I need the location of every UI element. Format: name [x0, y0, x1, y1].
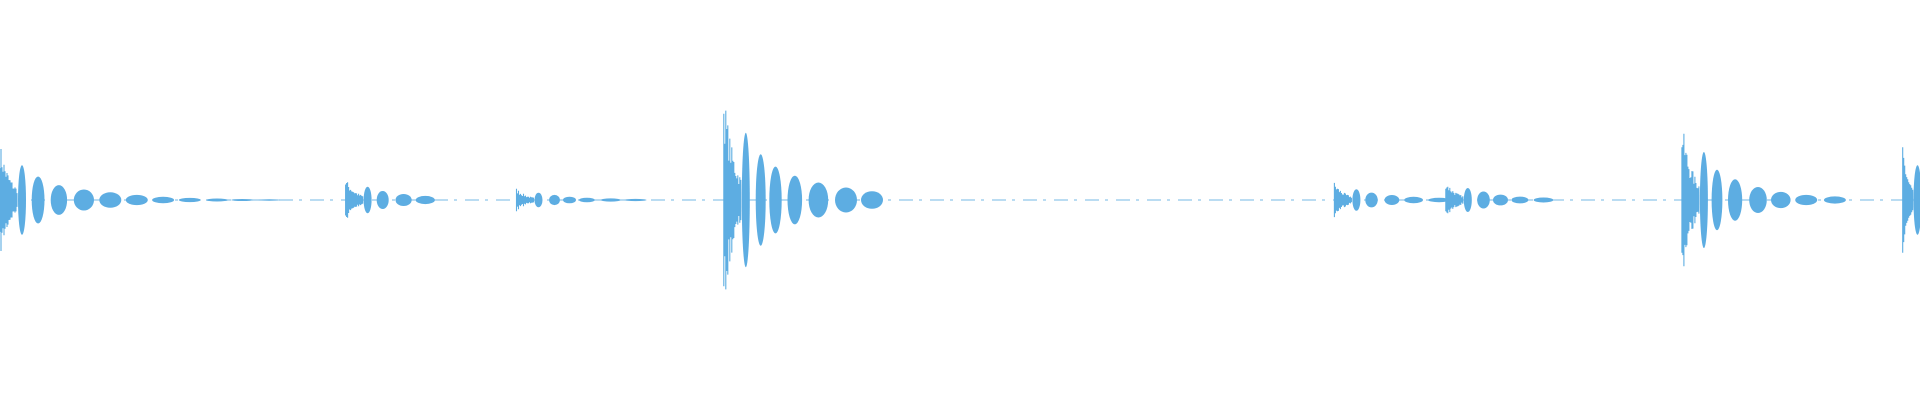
waveform-attack [723, 110, 742, 290]
waveform-lobe [861, 191, 883, 209]
waveform-lobe [835, 187, 857, 213]
waveform-event [0, 149, 281, 251]
waveform-lobe [1477, 191, 1490, 209]
waveform-lobe [1463, 188, 1472, 212]
waveform-lobe [1365, 192, 1378, 208]
waveform-lobe [18, 165, 26, 235]
waveform-lobe [50, 185, 68, 215]
waveform-lobe [258, 199, 281, 201]
waveform-lobe [1823, 196, 1846, 204]
waveform-event [1333, 182, 1451, 218]
waveform-lobe [563, 196, 576, 204]
waveform-event [723, 110, 883, 290]
waveform-attack [345, 182, 364, 218]
waveform-lobe [73, 189, 94, 211]
waveform-attack [1445, 186, 1464, 214]
waveform-event [1681, 133, 1846, 267]
waveform-lobe [415, 195, 435, 205]
waveform-lobe [600, 198, 621, 202]
waveform-lobe [1511, 196, 1529, 204]
waveform-attack [1681, 133, 1700, 267]
waveform-lobe [1384, 195, 1400, 205]
waveform-lobe [376, 191, 389, 209]
waveform-event [1902, 147, 1920, 253]
waveform-lobe [1795, 194, 1818, 206]
waveform-lobe [1728, 179, 1743, 221]
waveform-attack [1333, 182, 1352, 218]
waveform-attack [1902, 147, 1914, 253]
waveform-lobe [755, 154, 766, 246]
waveform-attack [0, 149, 18, 251]
waveform-lobe [206, 198, 228, 202]
waveform-lobe [363, 186, 372, 214]
waveform-lobe [741, 132, 750, 268]
waveform-lobe [808, 182, 829, 218]
waveform-lobe [1352, 189, 1361, 211]
waveform-lobe [99, 192, 122, 208]
waveform-lobe [549, 194, 560, 206]
waveform-lobe [534, 192, 543, 208]
waveform-lobe [624, 198, 647, 202]
waveform-lobe [1749, 187, 1767, 213]
waveform-lobe [1711, 169, 1723, 231]
waveform-event [345, 182, 435, 218]
waveform-lobe [178, 197, 201, 203]
waveform-lobe [1404, 196, 1423, 204]
waveform-lobe [125, 194, 148, 206]
waveform-lobe [31, 176, 45, 224]
waveform-lobe [1771, 191, 1791, 209]
waveform-lobe [1493, 194, 1508, 206]
waveform-attack [515, 188, 535, 212]
waveform-event [515, 188, 647, 212]
waveform-lobe [1428, 197, 1451, 203]
waveform-lobe [152, 196, 175, 204]
waveform-lobe [395, 194, 412, 206]
waveform-lobe [1533, 197, 1554, 203]
waveform-lobe [769, 166, 782, 234]
waveform-lobe [1699, 152, 1708, 248]
waveform-event [1445, 186, 1554, 214]
waveform-lobe [1913, 165, 1920, 235]
waveform-lobe [231, 199, 254, 201]
waveform-lobe [787, 175, 803, 225]
waveform-lobe [579, 197, 595, 203]
